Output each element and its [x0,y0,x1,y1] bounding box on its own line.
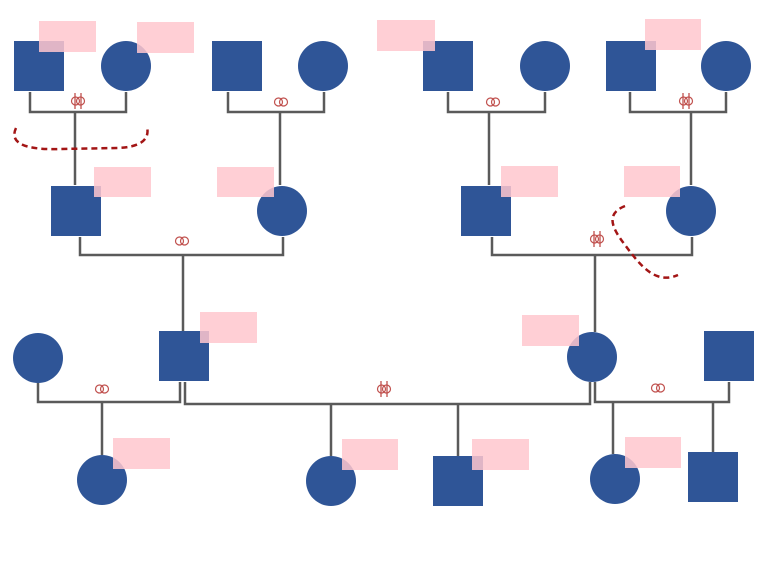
marriage-symbol [650,383,666,393]
annotations [13,126,679,279]
label-box [217,167,274,197]
label-box [113,438,170,469]
couple-line-9 [593,382,731,404]
gen1-female-3 [520,41,570,91]
gen2-female-2 [666,186,716,236]
label-box [377,20,435,51]
label-box [472,439,529,470]
marriage-symbols [70,93,694,397]
ring-right [655,383,666,393]
marriage-symbol [174,236,190,246]
couple-line-7 [36,382,182,404]
label-box [501,166,558,197]
ring-left [650,383,661,393]
marriage-symbol-divorced [678,93,694,109]
label-box [522,315,579,346]
ring-right [278,97,289,107]
ring-right [179,236,190,246]
gen1-female-1 [101,41,151,91]
label-box [200,312,257,343]
ring-left [94,384,105,394]
label-box [137,22,194,53]
couple-line-4 [628,92,728,114]
label-box [342,439,398,470]
gen1-male-2 [212,41,262,91]
couple-line-1 [28,92,128,114]
dashed-annotation-curve [13,126,149,151]
marriage-symbol [485,97,501,107]
label-boxes [39,19,701,470]
ring-right [99,384,110,394]
couple-line-3 [446,92,547,114]
dashed-annotation-curve [611,204,679,279]
gen2-male-1 [51,186,101,236]
gen2-female-1 [257,186,307,236]
couple-line-6 [490,237,694,257]
marriage-symbol [94,384,110,394]
ring-left [174,236,185,246]
gen3-male-2 [704,331,754,381]
gen3-female-2 [567,332,617,382]
person-nodes [13,41,754,506]
ring-left [273,97,284,107]
marriage-symbol-divorced [376,381,392,397]
label-box [39,21,96,52]
couple-line-2 [226,92,326,114]
ring-right [490,97,501,107]
gen3-female-1 [13,333,63,383]
marriage-symbol-divorced [70,93,86,109]
marriage-symbol-divorced [589,231,605,247]
label-box [94,167,151,197]
marriage-symbol [273,97,289,107]
gen4-male-2 [688,452,738,502]
gen1-female-4 [701,41,751,91]
connector-lines [28,92,731,456]
label-box [624,166,680,197]
label-box [625,437,681,468]
label-box [645,19,701,50]
ring-left [485,97,496,107]
couple-line-5 [78,237,285,257]
couple-line-8 [183,382,592,406]
gen1-female-2 [298,41,348,91]
